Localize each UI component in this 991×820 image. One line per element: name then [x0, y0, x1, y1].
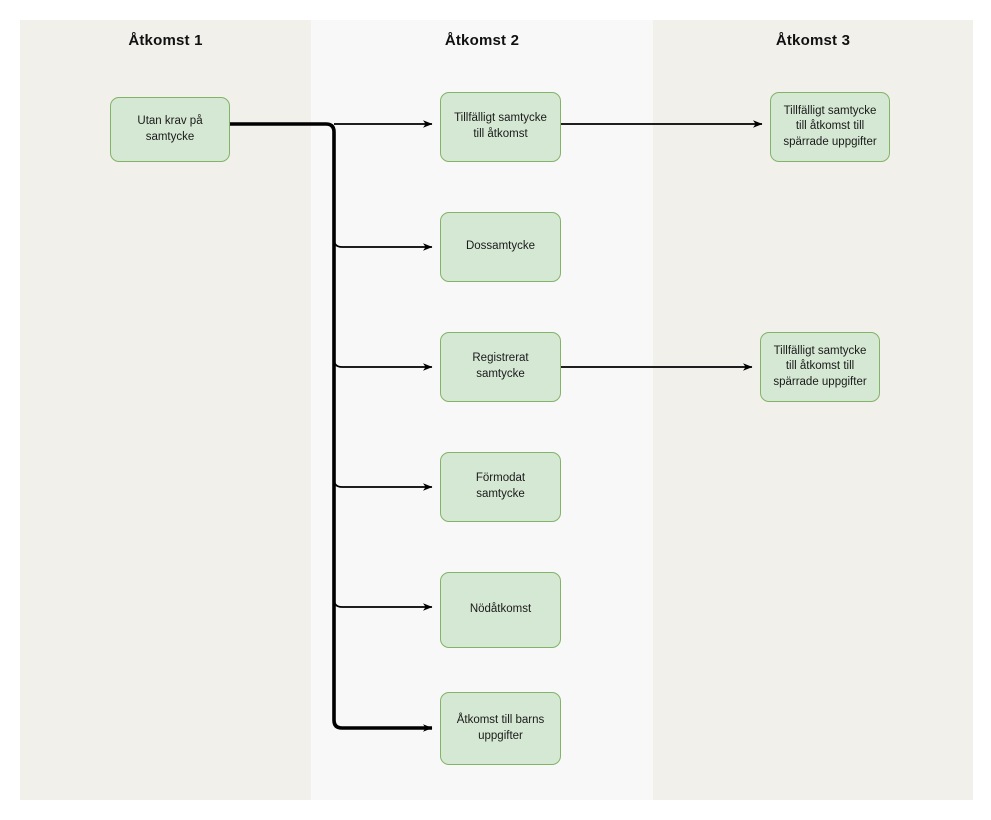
node-registrerat-samtycke[interactable]: Registrerat samtycke	[440, 332, 561, 402]
node-nodatkomst[interactable]: Nödåtkomst	[440, 572, 561, 648]
node-utan-krav-pa-samtycke[interactable]: Utan krav på samtycke	[110, 97, 230, 162]
node-tillfalligt-samtycke-sparrade-1[interactable]: Tillfälligt samtycke till åtkomst till s…	[770, 92, 890, 162]
node-tillfalligt-samtycke-till-atkomst[interactable]: Tillfälligt samtycke till åtkomst	[440, 92, 561, 162]
node-dossamtycke[interactable]: Dossamtycke	[440, 212, 561, 282]
node-formodat-samtycke[interactable]: Förmodat samtycke	[440, 452, 561, 522]
swimlane-atkomst-3: Åtkomst 3	[653, 20, 973, 800]
lane-title-atkomst-2: Åtkomst 2	[444, 32, 520, 49]
lane-title-atkomst-3: Åtkomst 3	[775, 32, 851, 49]
lane-title-atkomst-1: Åtkomst 1	[128, 32, 203, 49]
node-tillfalligt-samtycke-sparrade-2[interactable]: Tillfälligt samtycke till åtkomst till s…	[760, 332, 880, 402]
node-atkomst-till-barns-uppgifter[interactable]: Åtkomst till barns uppgifter	[440, 692, 561, 765]
